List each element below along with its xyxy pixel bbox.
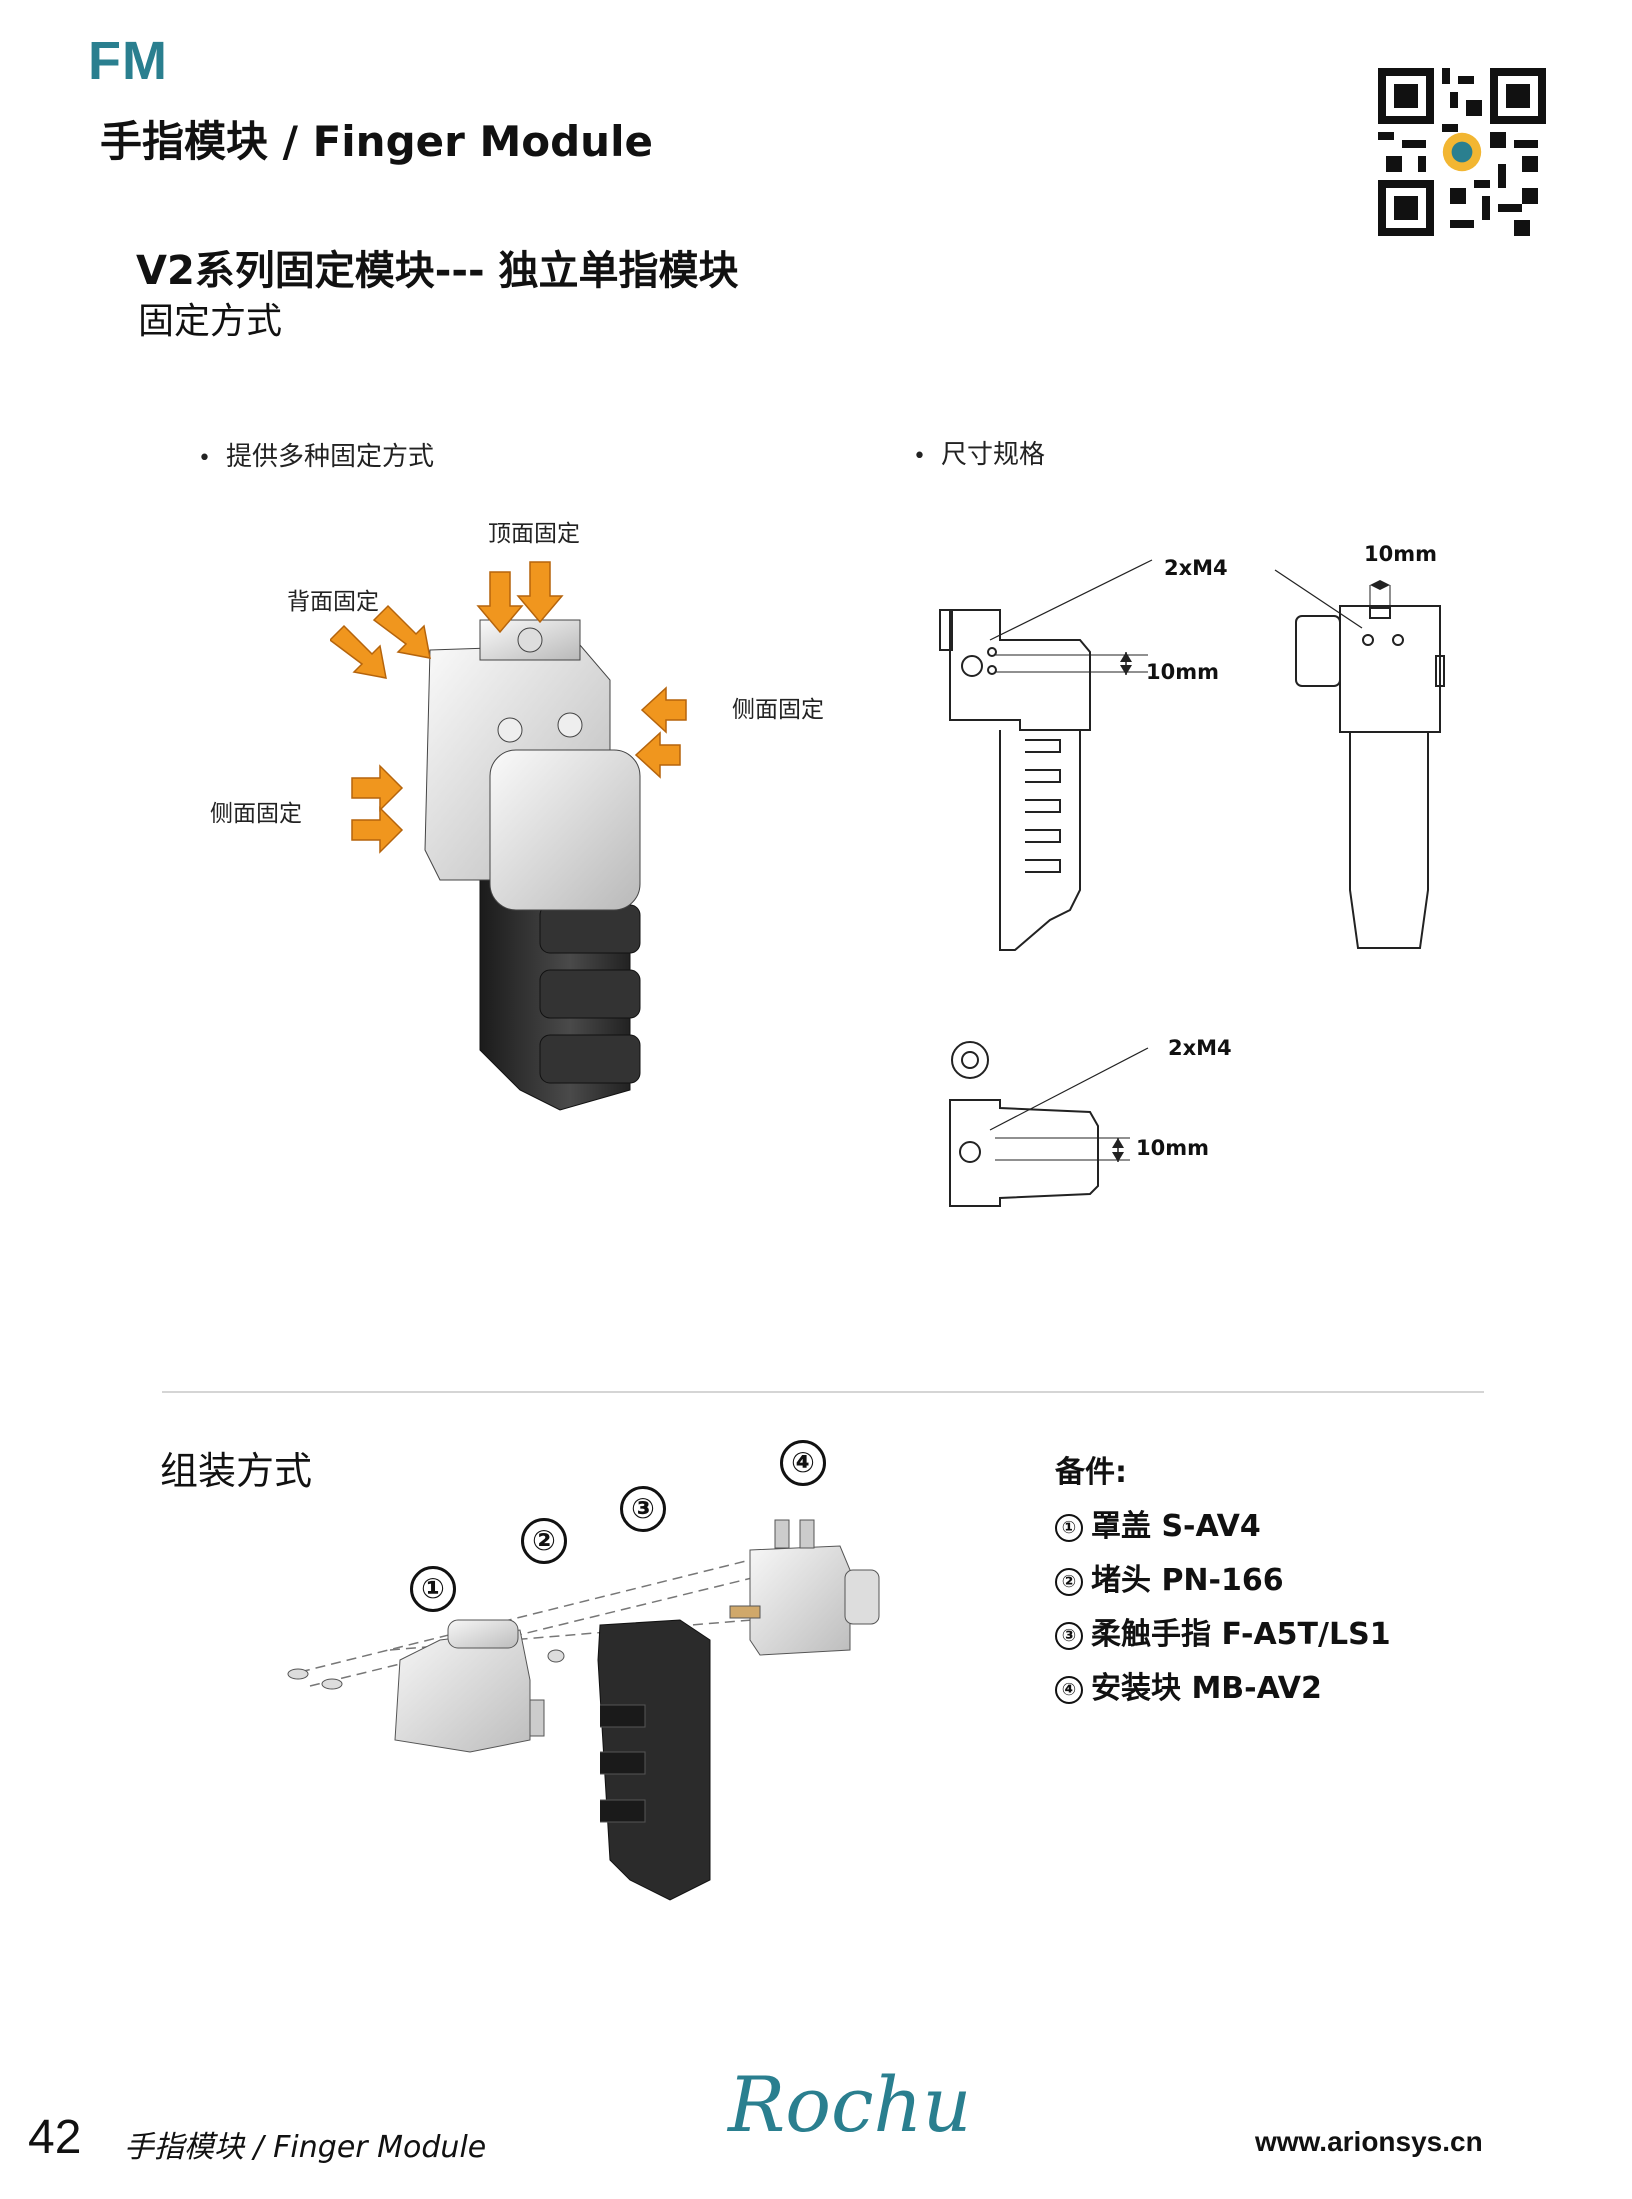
label-top-mount: 顶面固定 xyxy=(488,521,580,547)
footer-title: 手指模块 / Finger Module xyxy=(124,2130,487,2165)
spare-part-number: ④ xyxy=(1055,1676,1083,1704)
mounting-bullet: •提供多种固定方式 xyxy=(198,442,435,472)
label-side-mount-left: 侧面固定 xyxy=(210,801,302,827)
qr-code[interactable] xyxy=(1378,68,1546,236)
spare-part-number: ① xyxy=(1055,1514,1083,1542)
page-number: 42 xyxy=(28,2111,82,2164)
spare-parts-title: 备件: xyxy=(1055,1455,1127,1490)
assembly-title: 组装方式 xyxy=(160,1449,313,1493)
spare-part-item: ① 罩盖 S-AV4 xyxy=(1055,1500,1391,1554)
spare-part-item: ④ 安装块 MB-AV2 xyxy=(1055,1662,1391,1716)
spare-parts-list: 备件: ① 罩盖 S-AV4 ② 堵头 PN-166 ③ 柔触手指 F-A5T/LS1… xyxy=(1055,1446,1391,1716)
part-number-1: ① xyxy=(410,1566,456,1612)
spare-part-text: 堵头 PN-166 xyxy=(1091,1563,1284,1598)
rochu-logo: Rochu xyxy=(728,2060,972,2149)
header-code: FM xyxy=(88,31,168,91)
dimensions-bullet-text: 尺寸规格 xyxy=(941,440,1046,470)
part-number-2: ② xyxy=(521,1518,567,1564)
spare-part-number: ② xyxy=(1055,1568,1083,1596)
section-divider xyxy=(162,1391,1484,1393)
dimensions-bullet: •尺寸规格 xyxy=(913,440,1046,470)
spare-part-text: 柔触手指 F-A5T/LS1 xyxy=(1091,1617,1391,1652)
finger-module-illustration xyxy=(330,561,687,1111)
side-view-offset-label: 10mm xyxy=(1146,660,1219,684)
spare-part-item: ③ 柔触手指 F-A5T/LS1 xyxy=(1055,1608,1391,1662)
part-number-3: ③ xyxy=(620,1486,666,1532)
header-subtitle: 手指模块 / Finger Module xyxy=(100,117,653,166)
assembly-illustration xyxy=(287,1519,880,1901)
spare-part-text: 安装块 MB-AV2 xyxy=(1091,1671,1322,1706)
top-view-screw-label: 2xM4 xyxy=(1168,1036,1232,1060)
section-subtitle: 固定方式 xyxy=(138,301,283,342)
spare-part-text: 罩盖 S-AV4 xyxy=(1091,1509,1261,1544)
dimension-drawings xyxy=(939,559,1445,1207)
label-back-mount: 背面固定 xyxy=(287,589,379,615)
front-view-width-label: 10mm xyxy=(1364,542,1437,566)
footer-url[interactable]: www.arionsys.cn xyxy=(1255,2126,1483,2157)
label-side-mount-right: 侧面固定 xyxy=(732,697,824,723)
side-view-screw-label: 2xM4 xyxy=(1164,556,1228,580)
spare-part-item: ② 堵头 PN-166 xyxy=(1055,1554,1391,1608)
part-number-4: ④ xyxy=(780,1440,826,1486)
top-view-offset-label: 10mm xyxy=(1136,1136,1209,1160)
spare-part-number: ③ xyxy=(1055,1622,1083,1650)
mounting-bullet-text: 提供多种固定方式 xyxy=(226,442,435,472)
section-title: V2系列固定模块--- 独立单指模块 xyxy=(136,248,739,294)
